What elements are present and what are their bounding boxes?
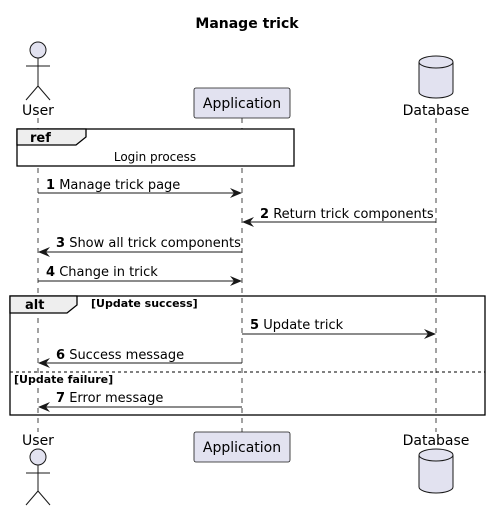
actor-stick-figure-icon (25, 41, 51, 101)
message-number: 5 (250, 318, 259, 333)
message-number: 4 (46, 265, 55, 280)
message-3: 3 Show all trick components (38, 236, 242, 257)
ref-text: Login process (114, 150, 196, 164)
participant-label-database: Database (403, 103, 470, 119)
participant-application-bottom: Application (193, 431, 291, 463)
message-6: 6 Success message (38, 348, 242, 368)
actor-user-bottom: User (22, 433, 54, 506)
actor-stick-figure-icon (25, 448, 51, 506)
alt-guard-failure: [Update failure] (14, 373, 113, 386)
svg-text:4 Change in trick: 4 Change in trick (46, 265, 158, 280)
alt-keyword: alt (25, 298, 44, 313)
svg-text:3 Show all trick components: 3 Show all trick components (56, 236, 241, 251)
participant-database-top: Database (403, 55, 470, 119)
message-5: 5 Update trick (242, 318, 436, 339)
message-4: 4 Change in trick (38, 265, 242, 286)
svg-text:2 Return trick components: 2 Return trick components (260, 207, 434, 222)
message-number: 7 (56, 391, 65, 406)
svg-text:7 Error message: 7 Error message (56, 391, 163, 406)
participant-label-application: Application (203, 96, 281, 112)
participant-label-user: User (22, 103, 54, 119)
svg-text:1 Manage trick page: 1 Manage trick page (46, 178, 180, 193)
participant-database-bottom: Database (403, 433, 470, 494)
ref-keyword: ref (30, 131, 51, 146)
diagram-title: Manage trick (195, 16, 299, 32)
message-7: 7 Error message (38, 391, 242, 412)
message-text: Manage trick page (59, 178, 180, 193)
database-cylinder-icon (418, 55, 454, 99)
message-2: 2 Return trick components (242, 207, 436, 227)
alt-guard-success: [Update success] (91, 297, 198, 310)
participant-label-database: Database (403, 433, 470, 449)
message-1: 1 Manage trick page (38, 178, 242, 198)
message-number: 1 (46, 178, 55, 193)
svg-text:5 Update trick: 5 Update trick (250, 318, 344, 333)
message-number: 6 (56, 348, 65, 363)
actor-user-top: User (22, 41, 54, 119)
message-text: Return trick components (273, 207, 434, 222)
message-text: Show all trick components (69, 236, 241, 251)
participant-label-application: Application (203, 440, 281, 456)
message-text: Update trick (263, 318, 343, 333)
message-number: 2 (260, 207, 269, 222)
message-number: 3 (56, 236, 65, 251)
participant-application-top: Application (193, 87, 291, 119)
participant-label-user: User (22, 433, 54, 449)
message-text: Success message (69, 348, 184, 363)
database-cylinder-icon (418, 448, 454, 494)
message-text: Change in trick (59, 265, 158, 280)
ref-frame: ref Login process (16, 128, 295, 167)
alt-frame: alt [Update success] [Update failure] (9, 295, 486, 416)
svg-text:6 Success message: 6 Success message (56, 348, 184, 363)
message-text: Error message (69, 391, 163, 406)
